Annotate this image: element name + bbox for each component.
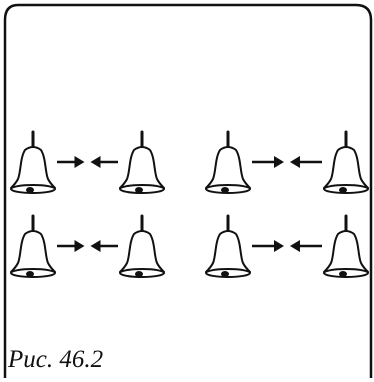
arrow-r1-p1-right-pointing [57, 156, 85, 168]
bell-r2-p1-right [118, 214, 166, 279]
bell-r1-p2-right [322, 130, 370, 195]
arrow-r2-p2-right-pointing [252, 240, 284, 252]
bell-r2-p2-right [322, 214, 370, 279]
bell-r1-p1-left [9, 130, 57, 195]
figure-caption: Рис. 46.2 [8, 346, 104, 373]
frame-border [3, 3, 373, 378]
arrow-r2-p1-right-pointing [57, 240, 85, 252]
arrow-r1-p2-left-pointing [290, 156, 322, 168]
bell-r1-p2-left [204, 130, 252, 195]
arrow-r2-p1-left-pointing [90, 240, 118, 252]
bell-r2-p1-left [9, 214, 57, 279]
bell-r1-p1-right [118, 130, 166, 195]
bell-r2-p2-left [204, 214, 252, 279]
arrow-r1-p2-right-pointing [252, 156, 284, 168]
bells-layer [9, 130, 370, 279]
arrow-r1-p1-left-pointing [90, 156, 118, 168]
arrow-r2-p2-left-pointing [290, 240, 322, 252]
